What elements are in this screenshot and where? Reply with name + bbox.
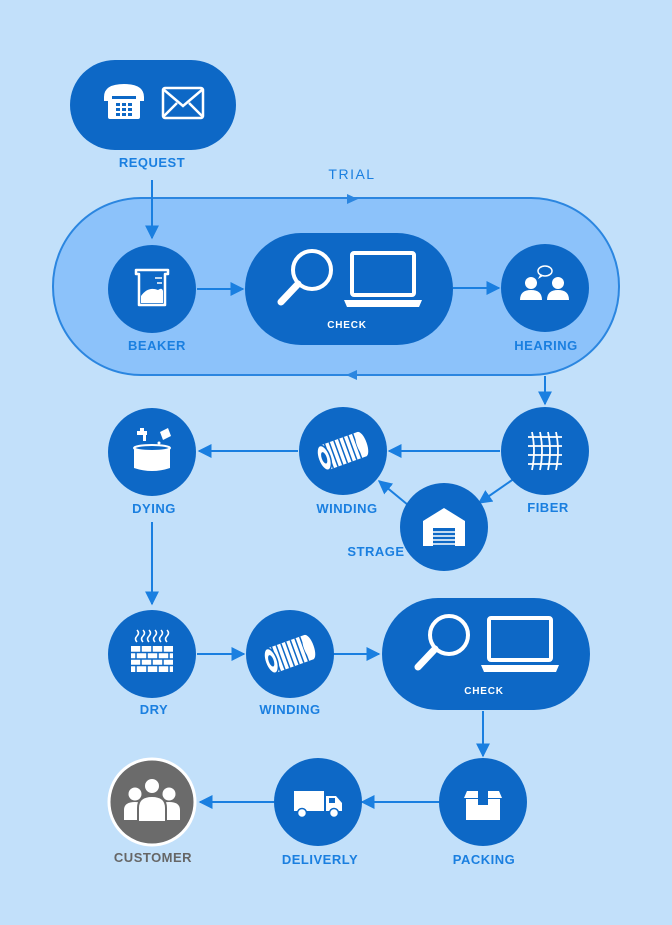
- trial-bottom-arrowhead: [346, 370, 357, 380]
- beaker-icon: [134, 268, 170, 307]
- trial-top-arrowhead: [347, 194, 358, 204]
- check-trial-node: [245, 233, 453, 345]
- hearing-node: [501, 244, 589, 332]
- laptop-icon: [344, 251, 422, 307]
- truck-icon: [294, 791, 342, 819]
- check-main-label: CHECK: [464, 686, 504, 697]
- arrow-strage-winding: [377, 480, 409, 506]
- packing-node: [439, 758, 527, 846]
- beaker-node: [108, 245, 196, 333]
- people-chat-icon: [520, 265, 569, 300]
- yarn-spool-icon: [316, 431, 369, 471]
- dying-node: [108, 408, 196, 496]
- warehouse-icon: [423, 508, 465, 546]
- mail-icon: [161, 86, 205, 120]
- fiber-node: [501, 407, 589, 495]
- dry-label: DRY: [139, 702, 169, 717]
- dry-node: [108, 610, 196, 698]
- customer-label: CUSTOMER: [113, 850, 193, 865]
- winding-mid-label: WINDING: [259, 702, 321, 717]
- check-main-node: [382, 598, 590, 710]
- box-icon: [464, 791, 502, 820]
- beaker-label: BEAKER: [128, 338, 186, 353]
- winding-top-label: WINDING: [316, 501, 378, 516]
- hearing-label: HEARING: [514, 338, 578, 353]
- packing-label: PACKING: [452, 852, 516, 867]
- customer-node: [107, 757, 197, 847]
- group-icon: [124, 777, 180, 823]
- heat-wall-icon: [131, 629, 173, 672]
- strage-node: [400, 483, 488, 571]
- deliverly-label: DELIVERLY: [281, 852, 359, 867]
- magnifier-icon: [414, 614, 470, 671]
- request-label: REQUEST: [118, 155, 186, 170]
- arrow-fiber-strage: [477, 477, 516, 504]
- fiber-mesh-icon: [528, 431, 562, 471]
- magnifier-icon: [277, 249, 333, 306]
- deliverly-node: [274, 758, 362, 846]
- check-trial-label: CHECK: [327, 320, 367, 331]
- winding-top-node: [299, 407, 387, 495]
- request-node: [70, 60, 236, 150]
- phone-icon: [104, 84, 144, 119]
- laptop-icon: [481, 616, 559, 672]
- dying-label: DYING: [132, 501, 176, 516]
- trial-label: TRIAL: [328, 166, 376, 182]
- winding-mid-node: [246, 610, 334, 698]
- fiber-label: FIBER: [527, 500, 569, 515]
- yarn-spool-icon: [263, 634, 316, 674]
- strage-label: STRAGE: [347, 544, 405, 559]
- dye-tank-icon: [133, 428, 171, 471]
